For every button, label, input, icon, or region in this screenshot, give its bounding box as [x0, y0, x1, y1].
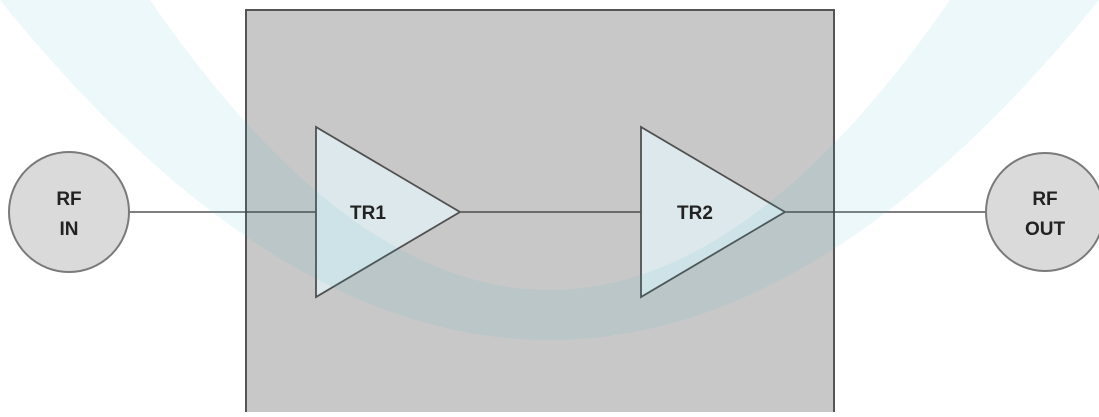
- rf-out-port: RF OUT: [985, 152, 1099, 272]
- port-circle: [8, 151, 130, 273]
- amplifier-triangle-icon: [640, 125, 787, 299]
- amplifier-tr1: TR1: [315, 125, 462, 299]
- watermark-arc: [0, 0, 1099, 340]
- port-label-line2: IN: [60, 219, 79, 240]
- amplifier-label: TR1: [350, 203, 386, 224]
- amplifier-tr2: TR2: [640, 125, 787, 299]
- rf-in-port: RF IN: [8, 151, 130, 273]
- port-label-line1: RF: [56, 189, 81, 210]
- port-circle: [985, 152, 1099, 272]
- port-label-line1: RF: [1032, 189, 1057, 210]
- amplifier-label: TR2: [677, 203, 713, 224]
- port-label-line2: OUT: [1025, 219, 1066, 240]
- amplifier-triangle-icon: [315, 125, 462, 299]
